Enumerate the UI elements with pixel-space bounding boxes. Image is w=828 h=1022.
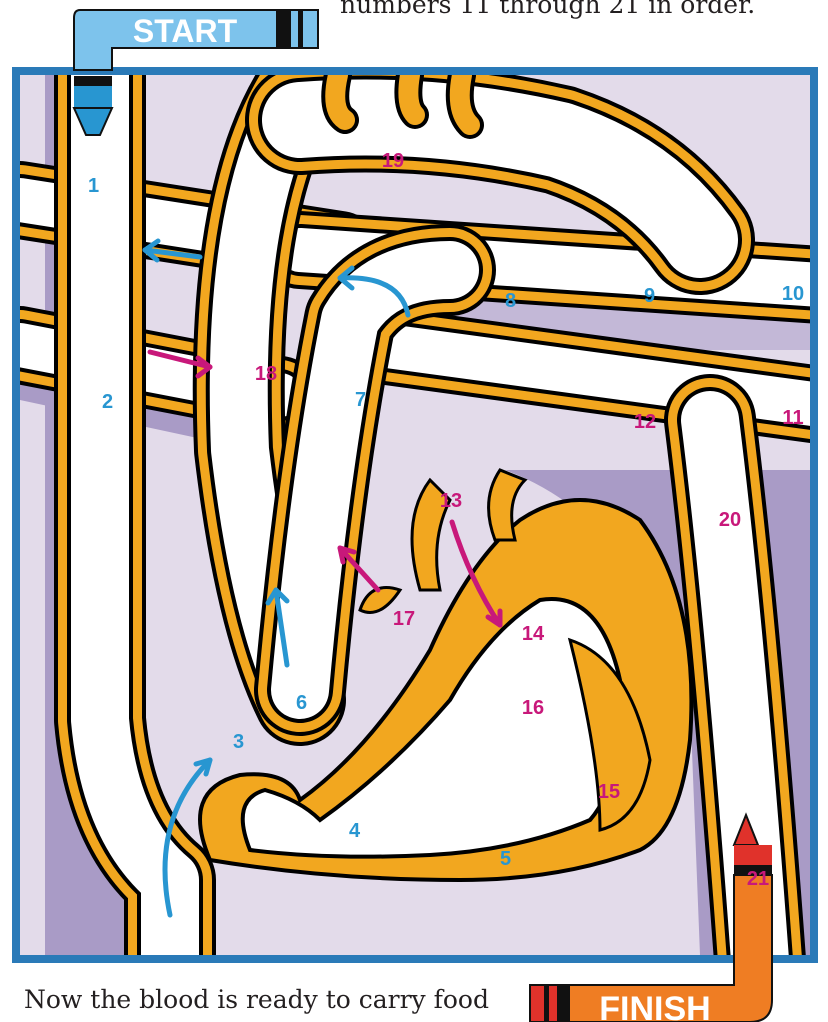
num-8: 8 <box>505 290 516 312</box>
num-2: 2 <box>102 391 113 413</box>
num-9: 9 <box>644 285 655 307</box>
num-20: 20 <box>719 509 741 531</box>
num-21: 21 <box>747 868 769 890</box>
num-12: 12 <box>634 411 656 433</box>
num-18: 18 <box>255 363 277 385</box>
num-6: 6 <box>296 692 307 714</box>
num-19: 19 <box>382 150 404 172</box>
num-16: 16 <box>522 697 544 719</box>
num-13: 13 <box>440 490 462 512</box>
num-1: 1 <box>88 175 99 197</box>
num-11: 11 <box>782 407 803 429</box>
finish-label: FINISH <box>599 990 710 1022</box>
num-14: 14 <box>522 623 545 645</box>
num-5: 5 <box>500 848 511 870</box>
num-3: 3 <box>233 731 244 753</box>
num-10: 10 <box>782 283 804 305</box>
num-17: 17 <box>393 608 415 630</box>
num-7: 7 <box>355 389 366 411</box>
num-4: 4 <box>349 820 361 842</box>
start-label: START <box>133 13 238 49</box>
footer-text: Now the blood is ready to carry food <box>24 985 489 1014</box>
num-15: 15 <box>598 781 620 803</box>
